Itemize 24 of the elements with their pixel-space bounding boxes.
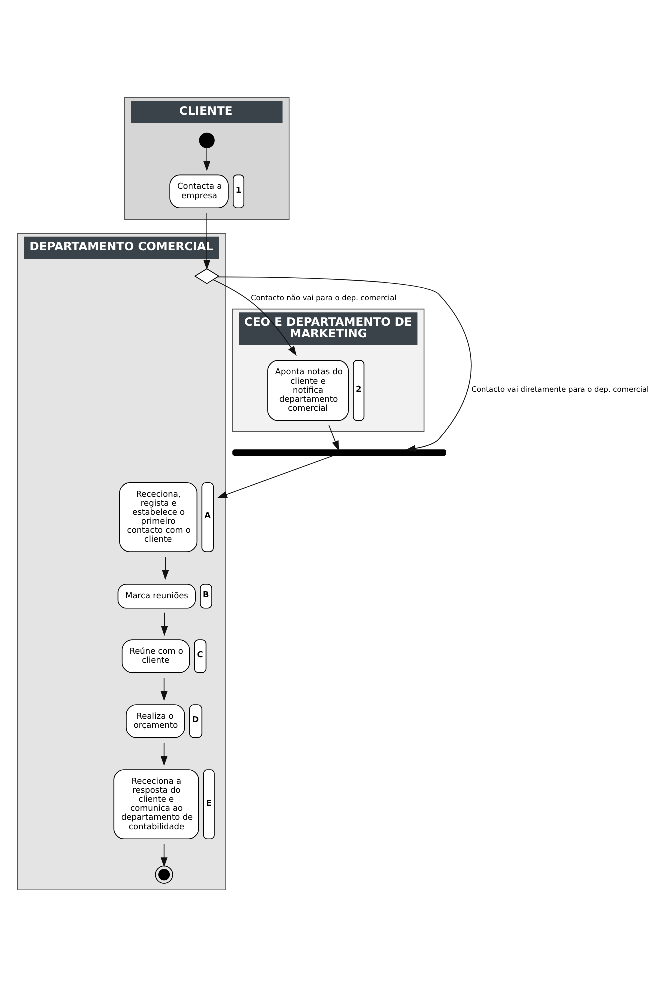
node-bullseye	[155, 866, 174, 884]
arrow	[160, 844, 168, 868]
node-label: 1	[236, 184, 242, 195]
node-label: E	[206, 798, 212, 808]
edge-label: Contacto não vai para o dep. comercial	[251, 293, 397, 302]
node-label: B	[202, 590, 210, 600]
arrow	[161, 612, 168, 636]
node-diamond	[194, 268, 220, 284]
arrow	[204, 212, 211, 270]
arrow	[213, 280, 297, 356]
edge-label: Contacto vai diretamente para o dep. comercial	[472, 385, 650, 394]
arrow	[217, 276, 472, 452]
arrow	[218, 455, 334, 498]
arrow	[204, 148, 211, 172]
arrow	[160, 742, 168, 766]
node-label: D	[192, 714, 200, 725]
node-label: A	[204, 510, 212, 521]
arrow	[328, 425, 340, 451]
arrow	[160, 678, 168, 702]
node-circle	[199, 132, 215, 148]
arrow	[162, 556, 170, 580]
node-label: C	[197, 650, 204, 660]
node-label: 2	[356, 384, 362, 394]
node-bar	[232, 450, 446, 456]
